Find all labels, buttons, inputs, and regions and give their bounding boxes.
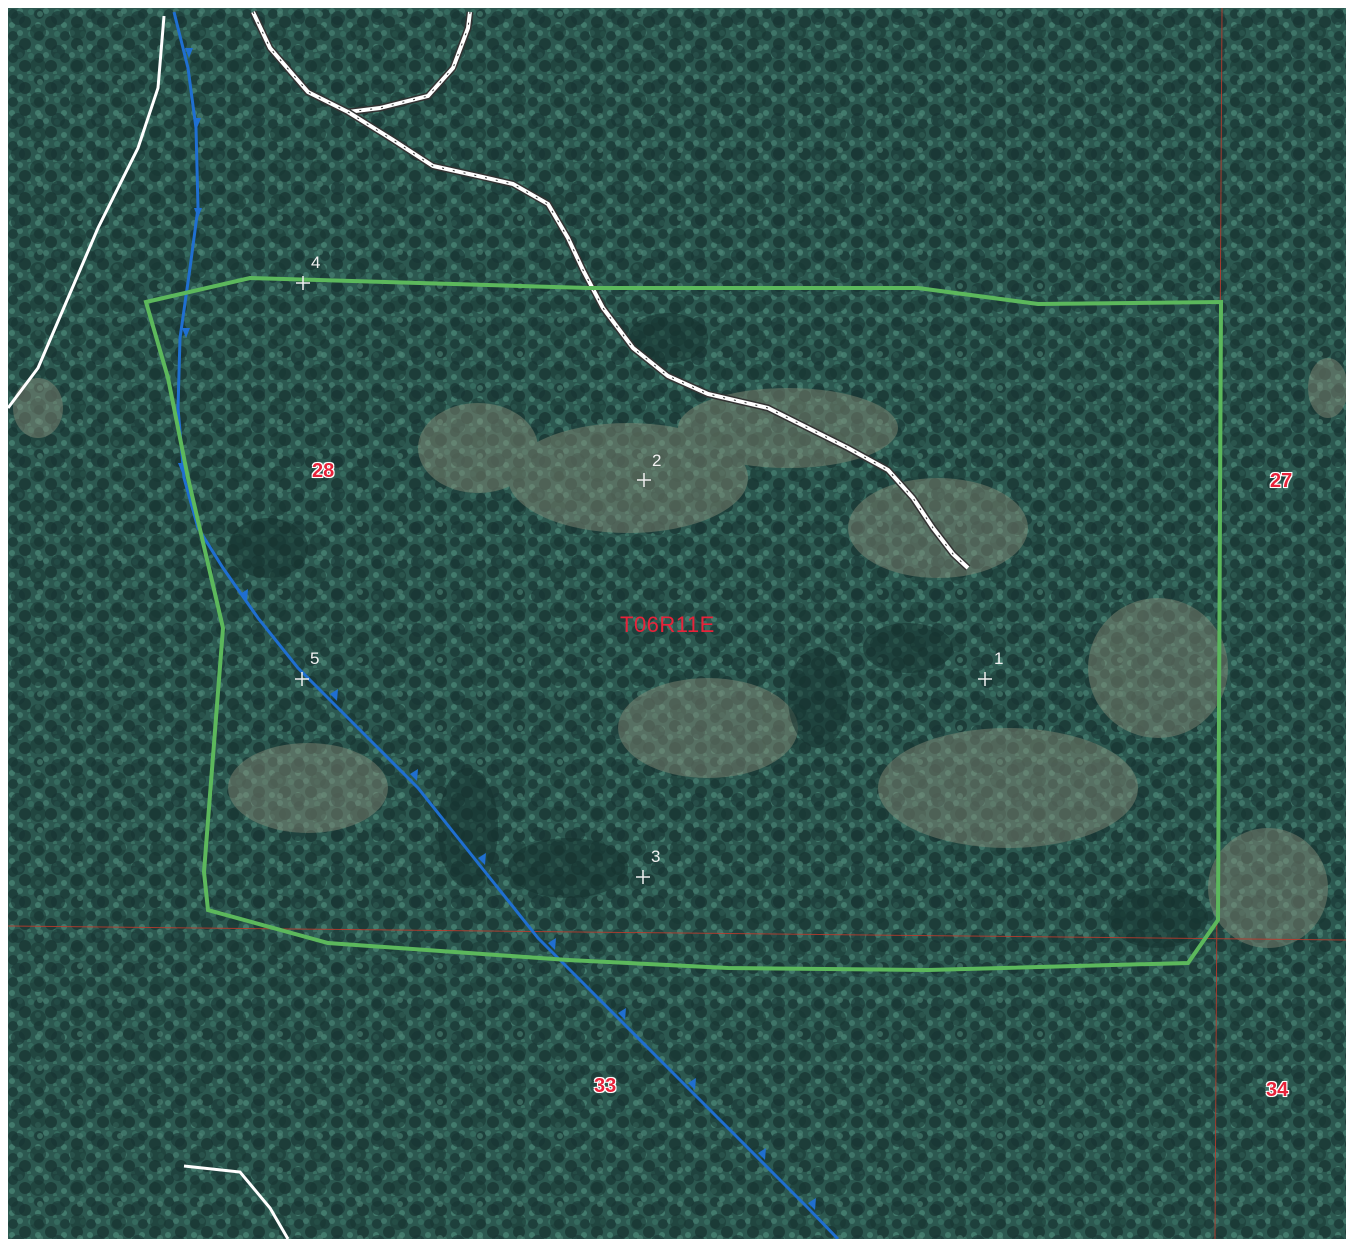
plot-point-5-label: 5 <box>310 649 320 668</box>
plot-point-5-cross <box>295 672 309 686</box>
map-canvas <box>8 8 1346 1239</box>
road <box>8 15 166 409</box>
clearings <box>13 358 1346 948</box>
unit-boundary[interactable] <box>143 275 1224 973</box>
plot-point-2-cross <box>637 473 651 487</box>
plot-point-3-label: 3 <box>651 847 661 866</box>
shadow-patches <box>228 313 1208 948</box>
section-label-28: 28 <box>312 460 335 482</box>
township-label: T06R11E <box>620 612 715 637</box>
plot-markers <box>295 276 992 884</box>
stream <box>172 11 840 1239</box>
plot-point-3-cross <box>636 870 650 884</box>
plot-point-4-label: 4 <box>311 253 321 272</box>
skid-trail <box>249 10 971 571</box>
plot-point-2-label: 2 <box>652 451 662 470</box>
plot-point-1-cross <box>978 672 992 686</box>
section-label-27: 27 <box>1270 470 1293 492</box>
plot-point-1-label: 1 <box>994 649 1004 668</box>
section-label-34: 34 <box>1266 1079 1289 1101</box>
plot-point-4-cross <box>296 276 310 290</box>
aerial-map[interactable]: T06R11E 28 27 33 34 1 2 3 4 5 <box>8 8 1346 1239</box>
road-lower <box>183 1164 290 1239</box>
section-label-33: 33 <box>594 1075 617 1097</box>
